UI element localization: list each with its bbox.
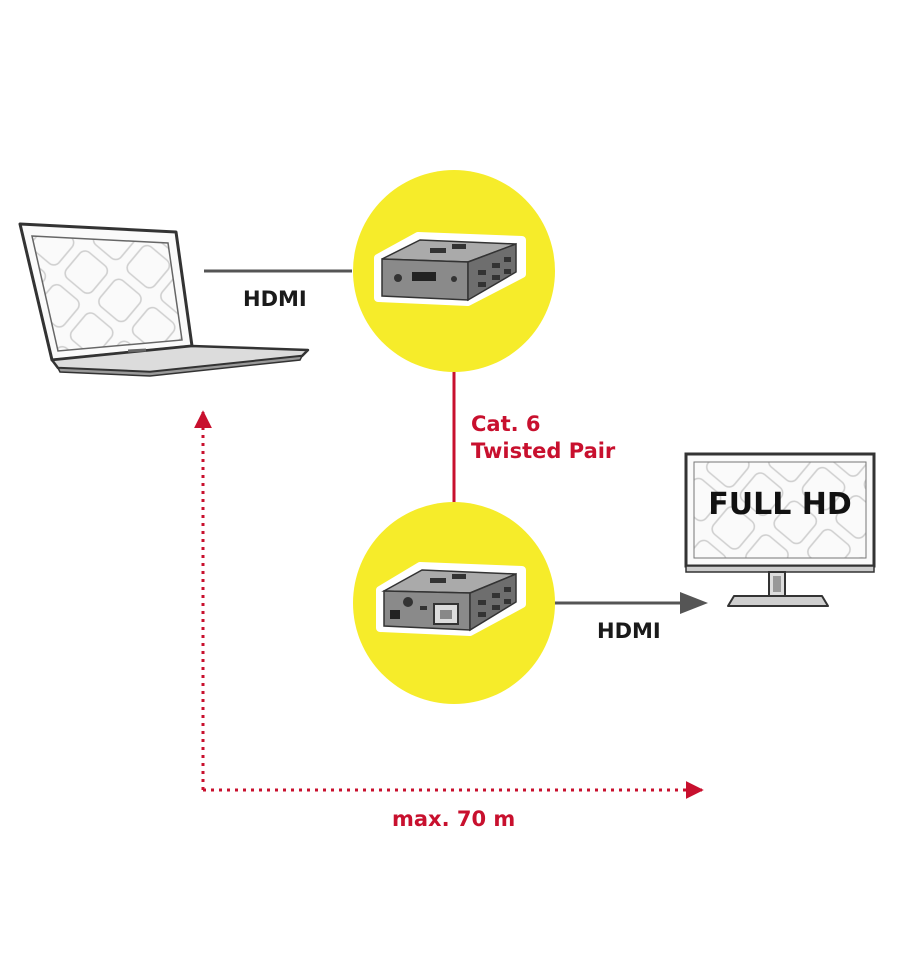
monitor-icon — [684, 452, 876, 607]
hdmi-output-arrowhead — [680, 592, 708, 614]
hdmi-input-label: HDMI — [243, 287, 307, 311]
hdmi-output-label: HDMI — [597, 619, 661, 643]
laptop-icon — [18, 222, 310, 377]
distance-label: max. 70 m — [392, 807, 515, 831]
cable-type-label: Cat. 6 — [471, 412, 541, 436]
transmitter-icon — [374, 232, 526, 306]
receiver-icon — [376, 562, 526, 636]
monitor-resolution-label: FULL HD — [708, 487, 852, 522]
cable-description-label: Twisted Pair — [471, 439, 616, 463]
